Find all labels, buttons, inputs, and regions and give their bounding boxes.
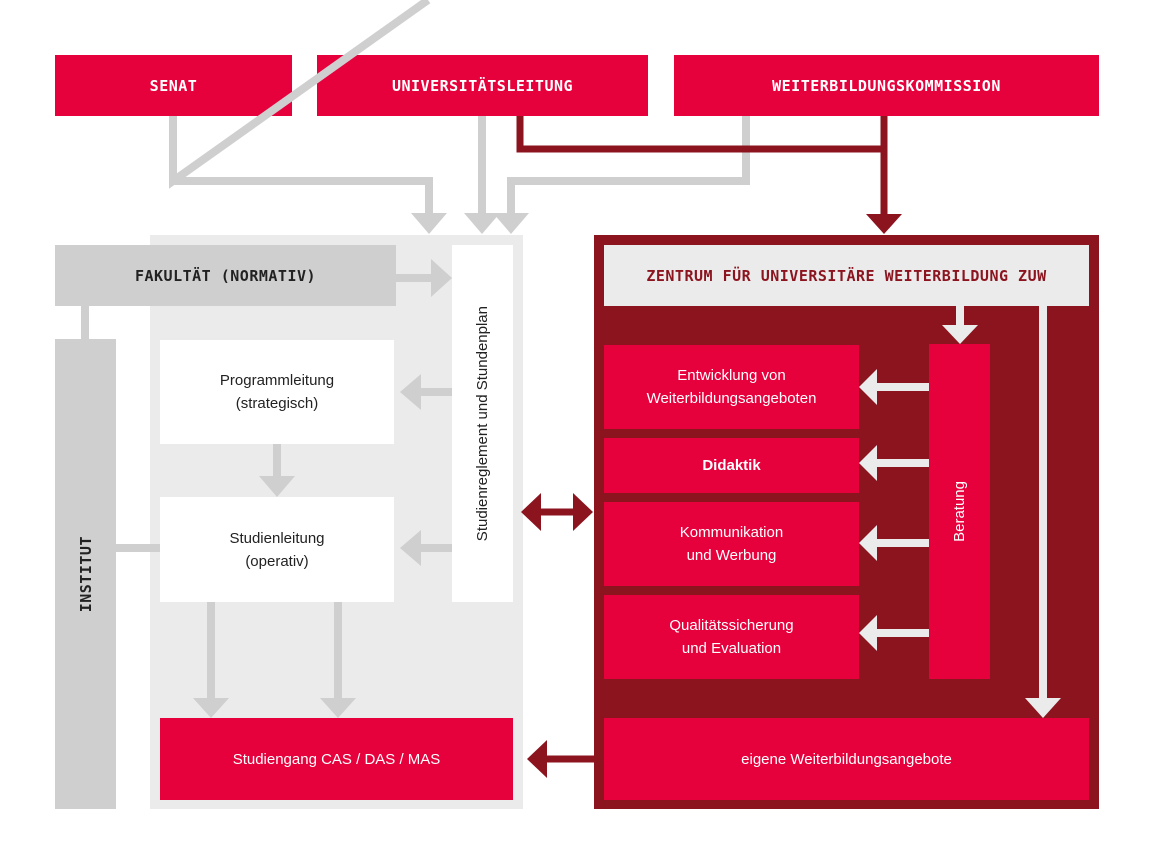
fakultaet-label: FAKULTÄT (NORMATIV) — [134, 266, 317, 285]
universitaetsleitung-to-zuw-line — [516, 116, 884, 153]
zentrum-label: ZENTRUM FÜR UNIVERSITÄRE WEITERBILDUNG Z… — [646, 266, 1047, 285]
entwicklung-line1: Entwicklung von — [677, 367, 786, 384]
eigene-label: eigene Weiterbildungsangebote — [741, 750, 952, 768]
weiterbildungskommission-label: WEITERBILDUNGSKOMMISSION — [772, 76, 1001, 95]
arrowhead-weiterbildungskommission — [493, 213, 529, 234]
kommunikation-line1: Kommunikation — [679, 524, 784, 541]
senat-box: SENAT — [55, 55, 292, 116]
institut-label: INSTITUT — [76, 535, 95, 613]
weiterbildungskommission-box: WEITERBILDUNGSKOMMISSION — [674, 55, 1099, 116]
universitaetsleitung-box: UNIVERSITÄTSLEITUNG — [317, 55, 648, 116]
beratung-box: Beratung — [929, 344, 990, 679]
didaktik-label: Didaktik — [702, 457, 761, 474]
entwicklung-line2: Weiterbildungsangeboten — [646, 390, 817, 407]
institut-box: INSTITUT — [55, 339, 116, 809]
senat-label: SENAT — [149, 76, 198, 95]
beratung-label: Beratung — [951, 481, 968, 542]
didaktik-box: Didaktik — [604, 438, 859, 493]
arrowhead-senat — [411, 213, 447, 234]
qualitaet-box: Qualitätssicherung und Evaluation — [604, 595, 859, 679]
kommunikation-box: Kommunikation und Werbung — [604, 502, 859, 586]
fakultaet-box: FAKULTÄT (NORMATIV) — [55, 245, 396, 306]
studiengang-label: Studiengang CAS / DAS / MAS — [232, 750, 441, 768]
senat-connector-line — [169, 116, 433, 214]
studienleitung-line1: Studienleitung — [229, 529, 325, 547]
arrowhead-studiengang — [527, 740, 547, 778]
arrowhead-bidirectional-left — [521, 493, 541, 531]
qualitaet-line1: Qualitätssicherung — [669, 617, 794, 634]
programmleitung-line2: (strategisch) — [235, 395, 319, 412]
studienleitung-box: Studienleitung (operativ) — [160, 497, 394, 602]
programmleitung-box: Programmleitung (strategisch) — [160, 340, 394, 444]
universitaetsleitung-label: UNIVERSITÄTSLEITUNG — [391, 76, 574, 95]
qualitaet-line2: und Evaluation — [681, 640, 782, 657]
arrowhead-bidirectional-right — [573, 493, 593, 531]
programmleitung-line1: Programmleitung — [219, 372, 335, 389]
entwicklung-box: Entwicklung von Weiterbildungsangeboten — [604, 345, 859, 429]
arrowhead-zuw — [866, 214, 902, 234]
studienreglement-box: Studienreglement und Stundenplan — [452, 245, 513, 602]
kommunikation-line2: und Werbung — [686, 547, 777, 564]
fakultaet-institut-connector — [81, 306, 89, 340]
studienleitung-line2: (operativ) — [245, 552, 309, 570]
studienreglement-label: Studienreglement und Stundenplan — [474, 305, 491, 542]
zentrum-box: ZENTRUM FÜR UNIVERSITÄRE WEITERBILDUNG Z… — [604, 245, 1089, 306]
arrowhead-universitaetsleitung — [464, 213, 500, 234]
weiterbildungskommission-grey-connector-line — [507, 116, 750, 214]
studiengang-box: Studiengang CAS / DAS / MAS — [160, 718, 513, 800]
eigene-box: eigene Weiterbildungsangebote — [604, 718, 1089, 800]
